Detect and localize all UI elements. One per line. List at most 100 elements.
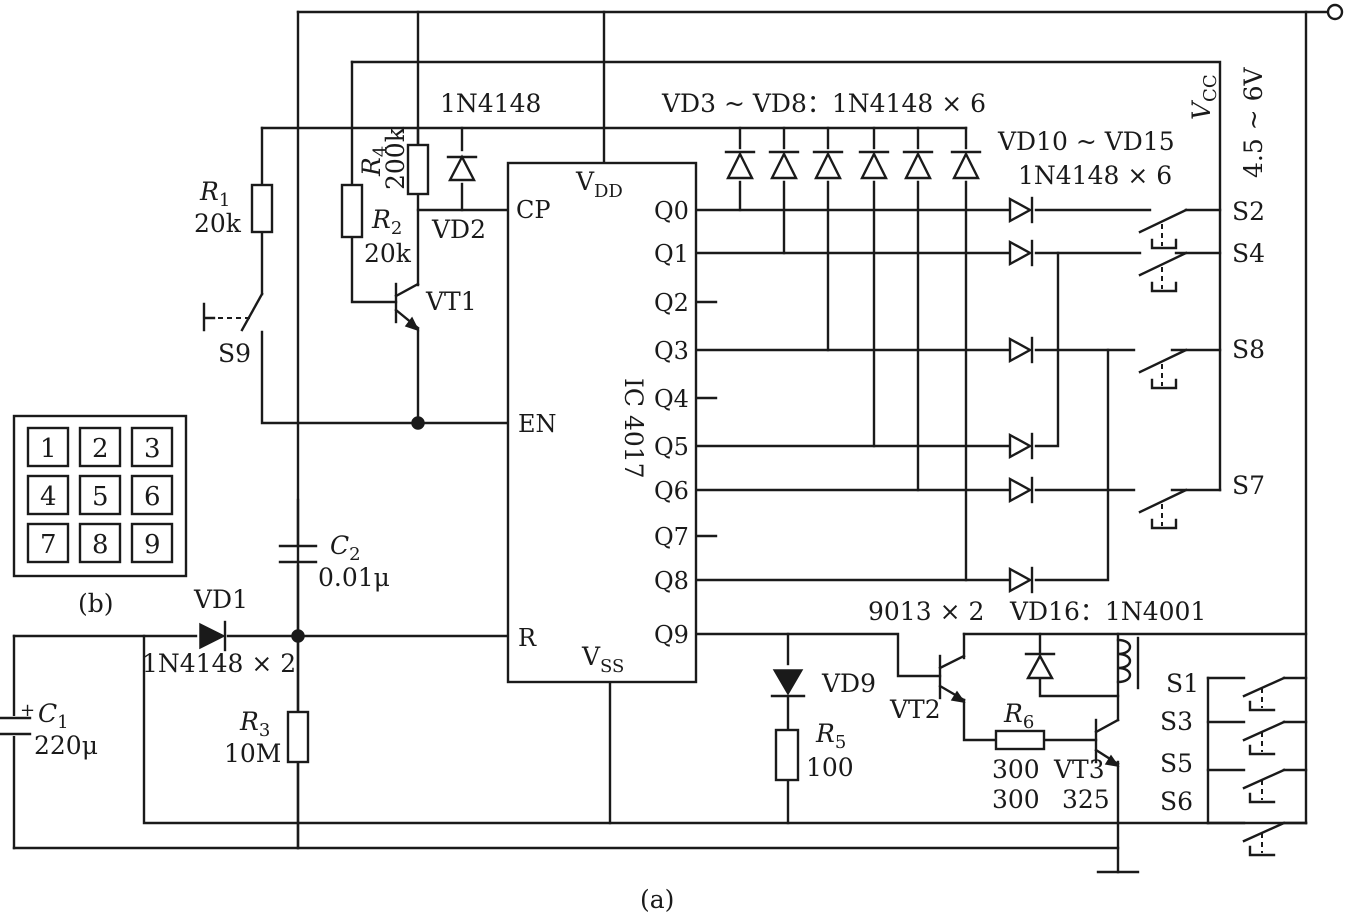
vd1-label: VD1 [193, 585, 248, 614]
switch-s2 [1138, 208, 1188, 250]
switch-s6 [1242, 821, 1286, 857]
vd2-part-label: 1N4148 [440, 89, 541, 118]
diode-vd10 [1008, 196, 1034, 224]
ic-pin-q6: Q6 [654, 477, 689, 505]
keypad-key-2: 2 [78, 426, 122, 468]
keypad-key-4: 4 [26, 474, 70, 516]
r5-label: R [815, 719, 835, 748]
keypad-key-1: 1 [26, 426, 70, 468]
wires [12, 10, 1330, 874]
vt2-label: VT2 [889, 695, 941, 724]
svg-text:R3: R3 [239, 707, 270, 741]
diode-vd11 [1008, 239, 1034, 267]
switch-s4 [1138, 251, 1188, 293]
labels: R1 20k R2 20k R4 200k 1N4148 VD2 VT1 S9 … [20, 66, 1268, 914]
vcc-terminal [1326, 3, 1344, 21]
r2-value: 20k [364, 239, 412, 268]
keypad-key-label: 7 [40, 530, 57, 560]
c1-plus: + [20, 700, 35, 721]
capacitor-c1 [0, 716, 32, 736]
keypad-key-5: 5 [78, 474, 122, 516]
keypad-key-label: 2 [92, 434, 109, 464]
keypad-key-label: 5 [92, 482, 109, 512]
s8-label: S8 [1232, 335, 1265, 364]
s1-label: S1 [1166, 669, 1199, 698]
diode-vd4 [768, 150, 800, 180]
ic-vdd-label: V [575, 167, 595, 196]
ic-pin-q7: Q7 [654, 523, 689, 551]
switch-s7 [1138, 488, 1188, 530]
keypad-key-label: 3 [144, 434, 161, 464]
ic-vss-label: V [581, 642, 601, 671]
r6-value: 300 [992, 755, 1040, 784]
keypad-key-label: 1 [40, 434, 57, 464]
vt3-number-1: 300 [992, 785, 1040, 814]
svg-text:R6: R6 [1003, 699, 1034, 733]
vd16-label: VD16：1N4001 [1009, 597, 1206, 626]
ic-vdd-sub: DD [594, 181, 623, 202]
ic-pin-q2: Q2 [654, 289, 689, 317]
vcc-range: 4.5 ~ 6V [1239, 66, 1268, 178]
transistor-vt3 [1094, 718, 1120, 768]
diode-vd8 [950, 150, 982, 180]
vt3-label: VT3 [1053, 755, 1105, 784]
keypad-key-label: 6 [144, 482, 161, 512]
switch-s3 [1242, 720, 1286, 756]
ic-pin-r: R [518, 624, 537, 652]
vd10-vd15-label: VD10 ~ VD15 [997, 127, 1175, 156]
r2-label: R [371, 205, 391, 234]
keypad-key-label: 4 [40, 482, 57, 512]
resistor-r4 [406, 143, 430, 196]
c2-sub: 2 [349, 544, 360, 565]
switch-s1 [1242, 676, 1286, 712]
s9-label: S9 [218, 339, 251, 368]
r5-value: 100 [806, 753, 854, 782]
vd3-vd8-label: VD3 ~ VD8：1N4148 × 6 [661, 89, 986, 118]
s4-label: S4 [1232, 239, 1265, 268]
vd10-vd15-part-label: 1N4148 × 6 [1018, 161, 1172, 190]
keypad-key-label: 9 [144, 530, 161, 560]
s5-label: S5 [1160, 749, 1193, 778]
vt-part-label: 9013 × 2 [868, 597, 984, 626]
r3-sub: 3 [259, 720, 270, 741]
caption-b: (b) [78, 589, 114, 618]
r3-label: R [239, 707, 259, 736]
vt1-label: VT1 [425, 287, 477, 316]
ic-vss-sub: SS [600, 656, 624, 677]
switch-s8 [1138, 348, 1188, 390]
transistor-vt1 [394, 282, 420, 332]
svg-text:R2: R2 [371, 205, 402, 239]
svg-text:R5: R5 [815, 719, 846, 753]
vt3-number-2: 325 [1062, 785, 1110, 814]
keypad-key-3: 3 [130, 426, 174, 468]
c2-label: C [330, 531, 349, 560]
c2-value: 0.01μ [318, 563, 390, 592]
svg-text:VCC: VCC [1187, 74, 1221, 120]
c1-sub: 1 [57, 712, 68, 733]
switch-s9 [202, 292, 264, 332]
ic-4017: V DD CP EN R V SS IC 4017 Q0Q1Q2Q3Q4Q5Q6… [506, 161, 698, 684]
r6-sub: 6 [1023, 712, 1034, 733]
diodes-vd10-vd15 [1008, 196, 1034, 594]
diode-vd9 [770, 669, 806, 698]
svg-text:R4: R4 [357, 146, 391, 177]
svg-text:C2: C2 [330, 531, 361, 565]
ic-pin-q9: Q9 [654, 621, 689, 649]
diode-vd13 [1008, 432, 1034, 460]
resistor-r1 [250, 183, 274, 234]
ic-pin-q4: Q4 [654, 385, 689, 413]
vd9-label: VD9 [821, 669, 876, 698]
diode-vd14 [1008, 476, 1034, 504]
diode-vd16 [1024, 652, 1056, 680]
vd2-label: VD2 [431, 215, 486, 244]
c1-label: C [38, 699, 57, 728]
ic-pin-en: EN [518, 410, 557, 438]
keypad-key-7: 7 [26, 522, 70, 564]
r1-label: R [199, 177, 219, 206]
r1-sub: 1 [219, 190, 230, 211]
